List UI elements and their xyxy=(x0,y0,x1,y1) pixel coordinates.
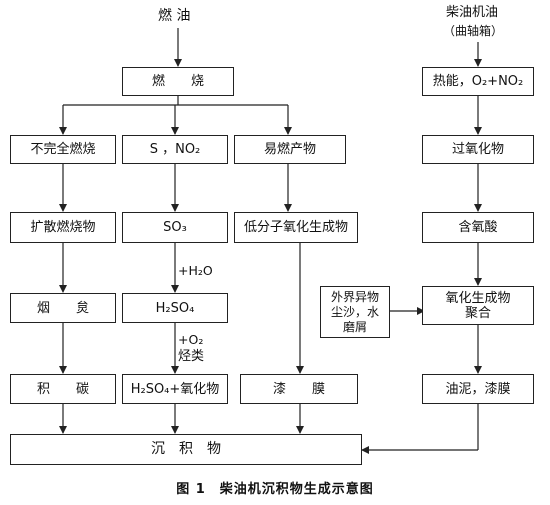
box-oxidation-polymerization: 氧化生成物 聚合 xyxy=(422,286,534,325)
box-so3: SO₃ xyxy=(122,212,228,243)
box-heat-o2-no2: 热能，O₂+NO₂ xyxy=(422,67,534,96)
box-diffuse-combustion: 扩散燃烧物 xyxy=(10,212,116,243)
box-peroxides: 过氧化物 xyxy=(422,135,534,164)
fuel-label: 燃 油 xyxy=(158,8,191,24)
box-oxyacids: 含氧酸 xyxy=(422,212,534,243)
box-h2so4-oxides: H₂SO₄+氧化物 xyxy=(122,374,228,404)
box-deposits: 沉 积 物 xyxy=(10,434,362,465)
figure-caption: 图 1 柴油机沉积物生成示意图 xyxy=(176,482,374,497)
box-incomplete-combustion: 不完全燃烧 xyxy=(10,135,116,164)
crankcase-label: （曲轴箱） xyxy=(443,24,504,38)
box-flammable-products: 易燃产物 xyxy=(234,135,346,164)
label-hydrocarbons: 烃类 xyxy=(178,349,205,364)
box-carbon-deposit: 积 碳 xyxy=(10,374,116,404)
box-external-contaminants: 外界异物 尘沙，水 磨屑 xyxy=(320,286,390,338)
box-low-molecular-oxides: 低分子氧化生成物 xyxy=(234,212,358,243)
box-sludge-varnish: 油泥，漆膜 xyxy=(422,374,534,404)
box-s-no2: S ，NO₂ xyxy=(122,135,228,164)
box-combustion: 燃 烧 xyxy=(122,67,234,96)
box-h2so4: H₂SO₄ xyxy=(122,293,228,323)
label-plus-h2o: +H₂O xyxy=(178,263,213,278)
box-varnish-film: 漆 膜 xyxy=(240,374,358,404)
label-plus-o2: +O₂ xyxy=(178,332,204,347)
diesel-oil-label: 柴油机油 xyxy=(446,5,499,20)
box-soot: 烟 炱 xyxy=(10,293,116,323)
